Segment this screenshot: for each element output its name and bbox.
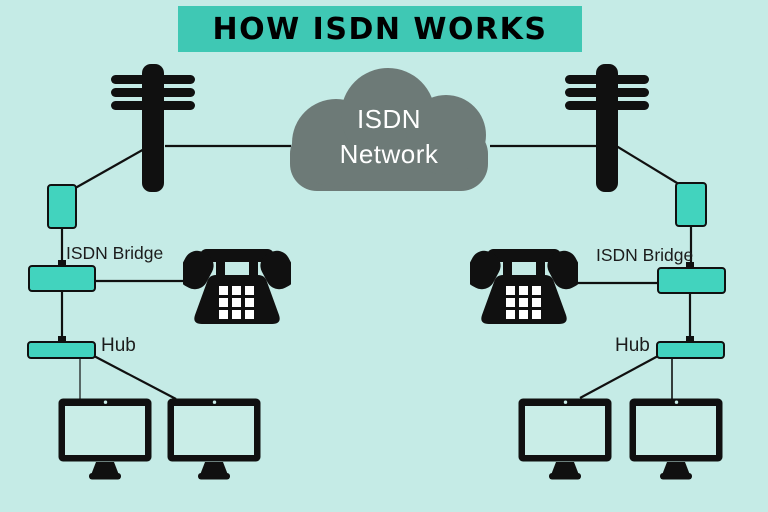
connector-nub <box>686 336 694 342</box>
title-banner: HOW ISDN WORKS <box>178 6 582 52</box>
desktop-monitor-icon-3 <box>518 398 612 480</box>
telephone-icon-right <box>470 249 578 324</box>
desktop-monitor-icon-2 <box>167 398 261 480</box>
wire-hub-right-to-computer3 <box>579 355 659 399</box>
cloud-label: ISDN Network <box>284 102 494 172</box>
wire-pole-right-to-adapter <box>612 143 683 187</box>
telephone-icon-left <box>183 249 291 324</box>
terminal-adapter-right <box>675 182 707 227</box>
hub-right <box>656 341 725 359</box>
isdn-bridge-left-label: ISDN Bridge <box>66 243 164 263</box>
hub-left-label: Hub <box>101 335 136 356</box>
page-title: HOW ISDN WORKS <box>212 11 548 47</box>
terminal-adapter-left <box>47 184 77 229</box>
hub-right-label: Hub <box>615 335 650 356</box>
isdn-bridge-left <box>28 265 96 292</box>
utility-pole-icon-left <box>111 64 195 192</box>
isdn-bridge-right <box>657 267 726 294</box>
cloud-label-line1: ISDN <box>356 104 422 134</box>
utility-pole-icon-right <box>565 64 649 192</box>
cloud-icon <box>290 68 488 191</box>
desktop-monitor-icon-1 <box>58 398 152 480</box>
connector-nub <box>686 262 694 268</box>
isdn-bridge-right-label: ISDN Bridge <box>596 245 694 265</box>
desktop-monitor-icon-4 <box>629 398 723 480</box>
connector-nub <box>58 336 66 342</box>
cloud-label-line2: Network <box>339 139 439 169</box>
wire-pole-left-to-adapter <box>69 147 147 192</box>
connector-nub <box>58 260 66 266</box>
hub-left <box>27 341 96 359</box>
wire-hub-left-to-computer2 <box>93 355 177 400</box>
